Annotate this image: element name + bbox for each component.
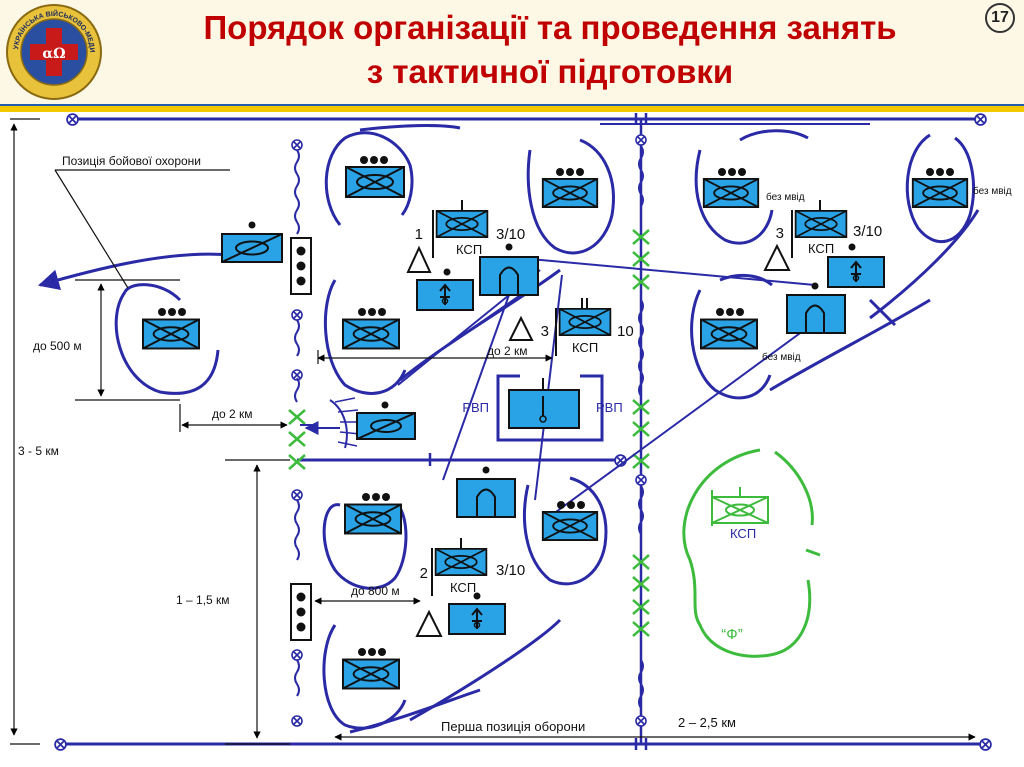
label-dist-3-5km: 3 - 5 км	[18, 444, 59, 458]
title-line-1: Порядок організації та проведення занять	[203, 9, 897, 46]
label-dist-1-1-5km: 1 – 1,5 км	[176, 593, 230, 607]
obstacle-left-top	[290, 237, 312, 295]
shelters	[456, 243, 846, 518]
boundary-lines	[60, 117, 985, 746]
label-up-to-500m: до 500 м	[33, 339, 82, 353]
ksp-3-label: КСП	[808, 241, 834, 256]
boundary-markers	[54, 113, 992, 751]
ksp-battalion: 3 10 КСП	[541, 298, 634, 356]
boundary-ticks	[428, 113, 648, 750]
minefield-barriers	[288, 229, 650, 637]
label-combat-guard: Позиція бойової охорони	[62, 154, 201, 168]
unit-reserve	[356, 401, 416, 440]
command-lines	[397, 256, 819, 521]
ksp-c-strength: 10	[617, 323, 634, 340]
shelter-1	[479, 243, 539, 296]
unit-platoon-b	[541, 168, 599, 208]
label-up-to-2km-center: до 2 км	[487, 344, 528, 358]
f-area-label: “Ф”	[721, 626, 742, 643]
wavy-front-lines	[294, 145, 644, 709]
ksp-3: 3 3/10 КСП	[776, 200, 882, 258]
label-bez-mvid-3: без мвід	[762, 351, 801, 363]
unit-platoon-h	[911, 168, 969, 208]
header-stripe	[0, 104, 1024, 112]
ksp-2: 2 3/10 КСП	[420, 538, 525, 596]
logo-symbol: αΩ	[42, 46, 65, 62]
obstacle-left-bottom	[290, 583, 312, 641]
label-up-to-800m: до 800 м	[351, 584, 400, 598]
unit-combat-guard	[221, 221, 283, 263]
medpoint-3	[448, 592, 506, 635]
text-labels: Позиція бойової охорони до 500 м 3 - 5 к…	[18, 154, 1012, 734]
ksp-2-label: КСП	[450, 580, 476, 595]
shelter-2	[786, 282, 846, 334]
observation-posts	[406, 243, 791, 637]
title-line-2: з тактичної підготовки	[366, 53, 734, 90]
rvp-left-label: РВП	[462, 400, 489, 415]
ksp-2-strength: 3/10	[496, 562, 525, 579]
ksp-1-number: 1	[415, 226, 423, 243]
unit-platoon-g	[702, 168, 760, 208]
label-bez-mvid-2: без мвід	[973, 185, 1012, 197]
tactical-diagram: 1 3/10 КСП 2 3/10 КСП 3 3/10 КСП 3 10 КС…	[10, 113, 1012, 751]
area-outlines	[114, 124, 975, 730]
ksp-2-number: 2	[420, 565, 428, 582]
ksp-1-strength: 3/10	[496, 226, 525, 243]
label-bez-mvid-1: без мвід	[766, 191, 805, 203]
ksp-c-label: КСП	[572, 340, 598, 355]
slide-header	[0, 0, 1024, 104]
medpoint-1	[416, 268, 474, 311]
ksp-3-number: 3	[776, 225, 784, 242]
reserve-area-f	[682, 448, 821, 658]
unit-platoon-a	[345, 156, 405, 198]
label-up-to-2km-left: до 2 км	[212, 407, 253, 421]
unit-guard-left	[142, 308, 200, 350]
label-dist-2-2-5km: 2 – 2,5 км	[678, 715, 736, 730]
rvp-area: РВП РВП	[462, 374, 623, 442]
unit-platoon-i	[700, 308, 758, 350]
ksp-1-label: КСП	[456, 242, 482, 257]
ksp-c-number: 3	[541, 323, 549, 340]
unit-platoon-c	[342, 308, 400, 350]
label-first-position: Перша позиція оборони	[441, 719, 585, 734]
academy-logo: УКРАЇНСЬКА ВІЙСЬКОВО-МЕДИЧНА АКАДЕМІЯ αΩ	[4, 2, 102, 100]
medpoint-2	[827, 243, 885, 288]
medical-points	[416, 243, 885, 635]
unit-platoon-d	[344, 493, 402, 535]
rvp-right-label: РВП	[596, 400, 623, 415]
unit-platoon-e	[541, 501, 599, 541]
shelter-3	[456, 466, 516, 518]
slide-number: 17	[985, 3, 1015, 33]
unit-platoon-f	[342, 648, 400, 690]
ksp-3-strength: 3/10	[853, 223, 882, 240]
combat-guard-lines	[37, 252, 361, 449]
infantry-units	[142, 156, 969, 690]
page-title: Порядок організації та проведення занять…	[110, 6, 990, 94]
ksp-1: 1 3/10 КСП	[415, 200, 525, 258]
ksp-green-label: КСП	[730, 526, 756, 541]
dimension-lines	[10, 118, 976, 745]
